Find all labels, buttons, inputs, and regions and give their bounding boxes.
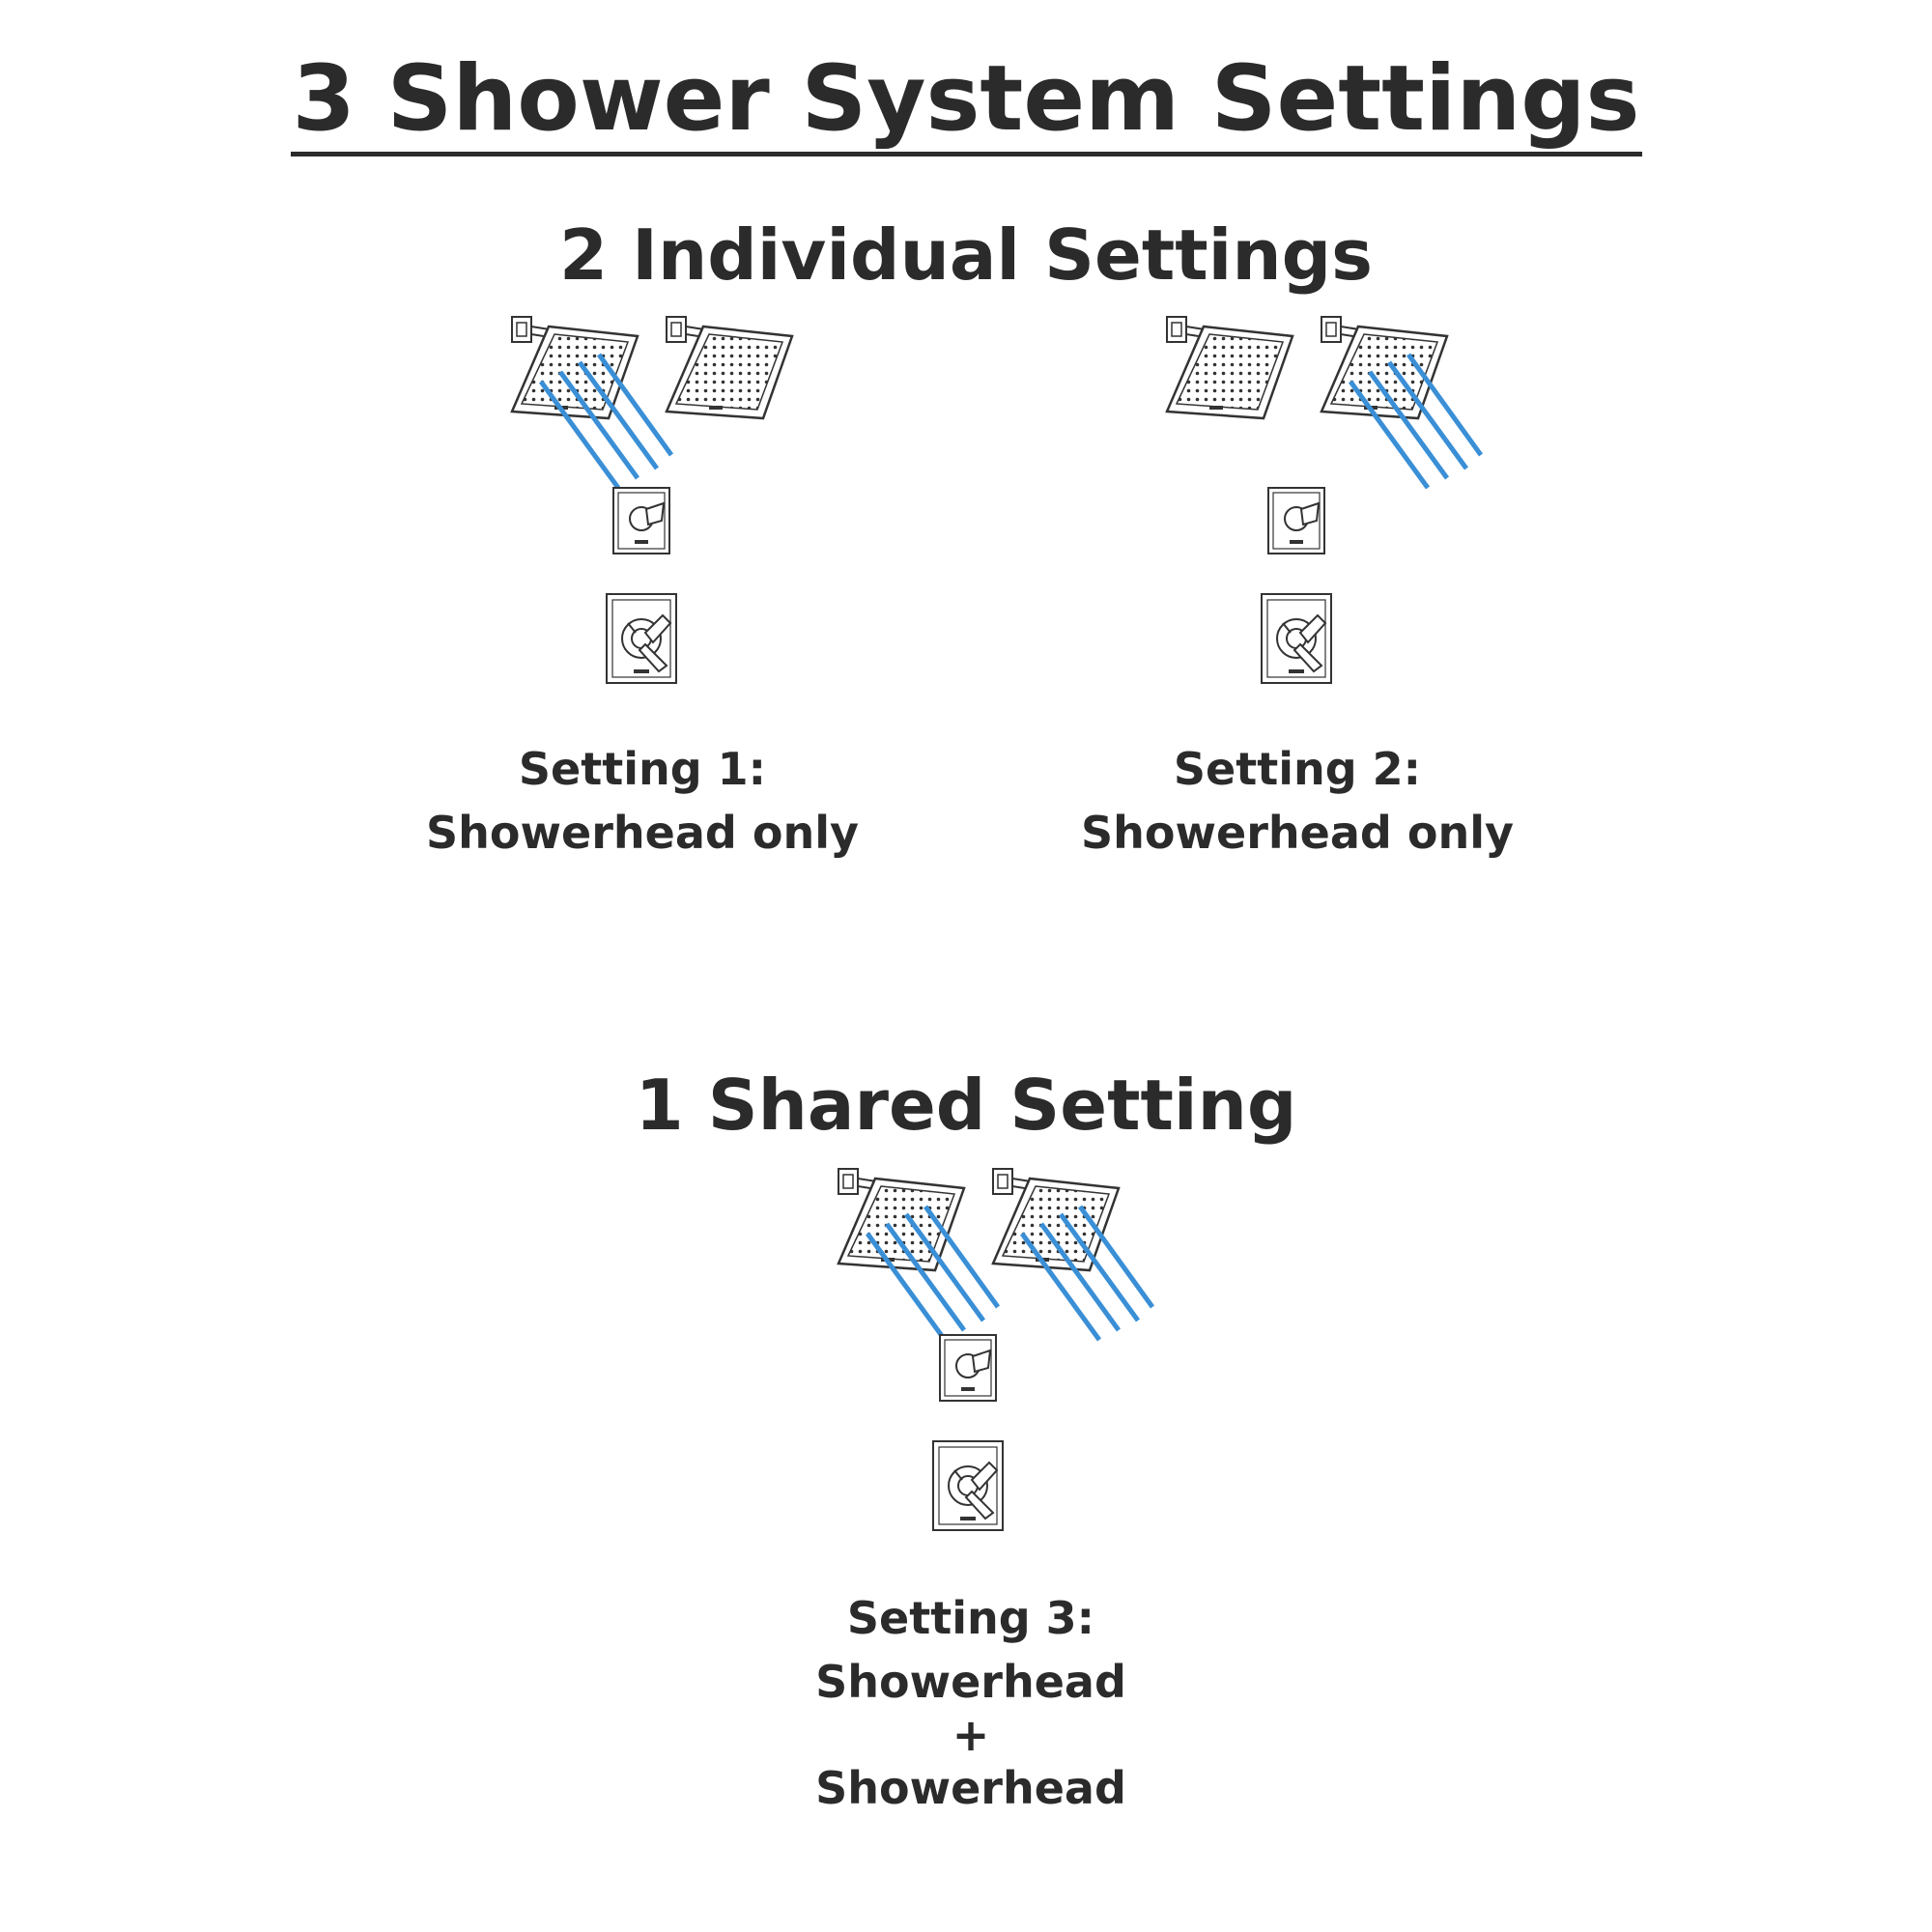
setting-3-diverter-icon [939,1334,997,1402]
setting-1-name: Setting 1: [518,743,767,795]
setting-2-desc: Showerhead only [1081,807,1514,859]
setting-1-desc: Showerhead only [426,807,859,859]
setting-3-valve-icon [932,1440,1004,1531]
setting-3-name: Setting 3: [846,1592,1095,1644]
setting-3-plus: + [952,1709,990,1761]
setting-3-head-a [837,1167,966,1272]
setting-2-name: Setting 2: [1173,743,1422,795]
page-title-text: 3 Shower System Settings [290,46,1642,156]
page-title: 3 Shower System Settings [0,46,1932,156]
setting-3-head-b [991,1167,1121,1272]
setting-2-label: Setting 2: Showerhead only [959,737,1635,865]
setting-3-line2: Showerhead [815,1762,1126,1814]
shared-heading: 1 Shared Setting [635,1065,1297,1146]
setting-3-label: Setting 3: Showerhead + Showerhead [633,1586,1309,1820]
setting-3-line1: Showerhead [815,1656,1126,1708]
setting-1-label: Setting 1: Showerhead only [304,737,980,865]
individual-heading: 2 Individual Settings [558,214,1374,296]
